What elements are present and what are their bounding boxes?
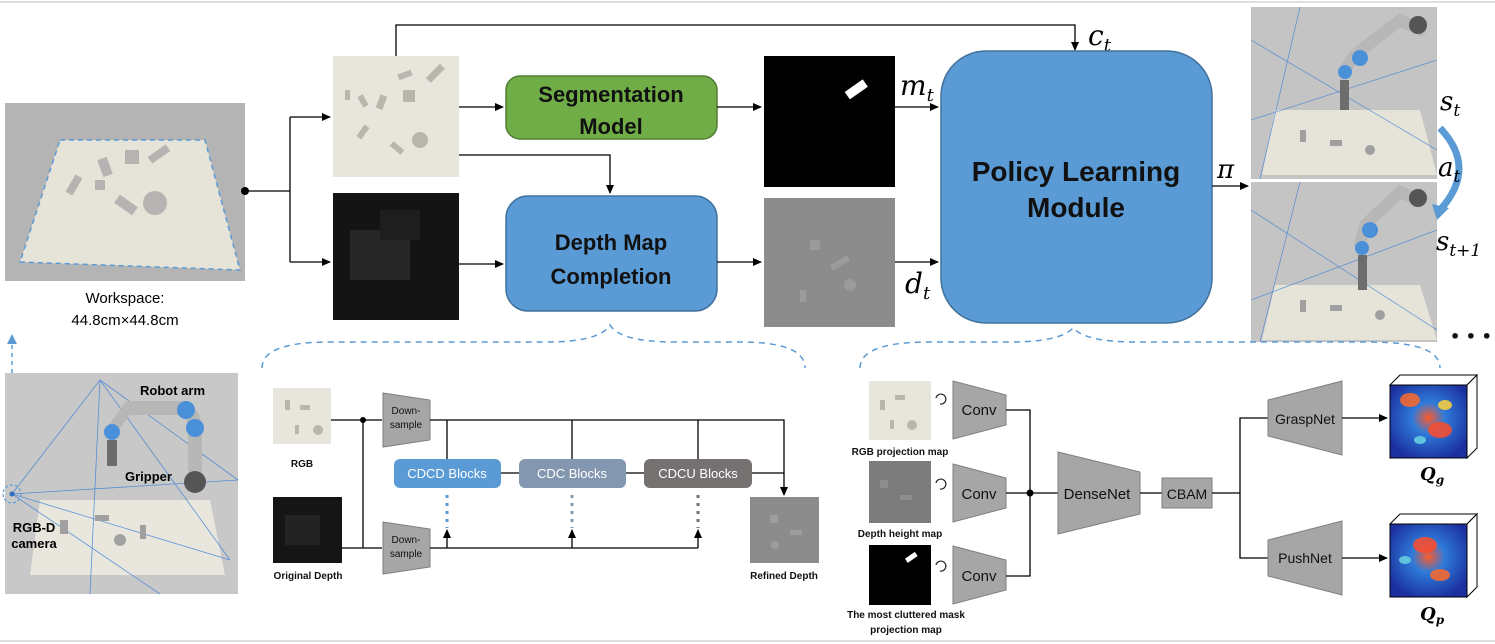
cdcd-blocks-label: CDCD Blocks (407, 466, 487, 481)
state-image-t (1250, 6, 1438, 180)
detail-original-depth-image (273, 497, 342, 563)
rgb-projection-map-label: RGB projection map (852, 447, 949, 458)
original-depth-image (333, 193, 459, 320)
conv-label-rgb: Conv (961, 402, 997, 419)
q-p-symbol: Qp (1420, 604, 1445, 627)
rgb-downsample-trapezoid (382, 392, 431, 448)
q-g-symbol: Qg (1420, 464, 1444, 487)
mask-image (764, 56, 895, 187)
detail-refined-depth-image (750, 497, 819, 563)
state-image-t-plus-1 (1250, 181, 1438, 343)
conv-trapezoid-depth (952, 463, 1007, 523)
depth-height-map-image (869, 461, 931, 523)
gripper-label: Gripper (125, 469, 172, 484)
c-t-symbol: ct (1088, 19, 1112, 56)
workspace-label-line2: 44.8cm×44.8cm (71, 312, 178, 329)
depth-completion-label-line1: Depth Map (555, 230, 667, 255)
cdcu-blocks-label: CDCU Blocks (658, 466, 738, 481)
refined-depth-image (764, 198, 895, 327)
segmentation-label-line1: Segmentation (538, 82, 683, 107)
conv-label-depth: Conv (961, 486, 997, 503)
densenet-trapezoid (1057, 451, 1141, 535)
policy-learning-module-block (940, 50, 1213, 324)
cluttered-mask-map-label-line2: projection map (870, 625, 942, 636)
d-t-symbol: dt (905, 267, 931, 304)
segmentation-label-line2: Model (579, 114, 643, 139)
detail-rgb-label: RGB (291, 459, 313, 470)
pushnet-label: PushNet (1278, 550, 1332, 566)
depth-downsample-trapezoid (382, 521, 431, 575)
depth-completion-label-line2: Completion (551, 264, 672, 289)
cdcu-blocks (644, 459, 752, 488)
policy-label-line1: Policy Learning (972, 156, 1181, 187)
cdc-blocks (519, 459, 626, 488)
densenet-label: DenseNet (1064, 486, 1132, 503)
graspnet-label: GraspNet (1275, 411, 1335, 427)
cdcd-blocks (394, 459, 501, 488)
rgb-projection-map-image (869, 381, 931, 440)
s-t-symbol: st (1440, 87, 1460, 121)
push-q-heatmap (1388, 512, 1479, 599)
depth-map-completion-block (505, 195, 718, 312)
rgb-downsample-label-line2: sample (390, 420, 423, 431)
robot-scene-photo (2, 373, 239, 595)
detail-original-depth-label: Original Depth (274, 571, 343, 582)
rgb-image (333, 56, 459, 177)
grasp-q-heatmap (1388, 373, 1479, 460)
cbam-label: CBAM (1167, 486, 1207, 502)
pushnet-trapezoid (1267, 520, 1343, 596)
rotate-icon (935, 393, 947, 572)
policy-label-line2: Module (1027, 192, 1125, 223)
ellipsis: • • • (1450, 327, 1492, 346)
conv-label-mask: Conv (961, 568, 997, 585)
rgb-downsample-label-line1: Down- (392, 406, 421, 417)
conv-trapezoid-mask (952, 545, 1007, 605)
s-t-plus-1-symbol: st+1 (1436, 227, 1481, 261)
depth-downsample-label-line1: Down- (392, 535, 421, 546)
camera-label-line1: RGB-D (13, 520, 56, 535)
graspnet-trapezoid (1267, 380, 1343, 456)
cluttered-mask-map-label-line1: The most cluttered mask (847, 610, 965, 621)
cdc-blocks-label: CDC Blocks (537, 466, 608, 481)
m-t-symbol: mt (900, 69, 935, 106)
workspace-label-line1: Workspace: (86, 290, 165, 307)
detail-rgb-image (273, 388, 331, 444)
depth-height-map-label: Depth height map (858, 529, 942, 540)
robot-arm-label: Robot arm (140, 383, 205, 398)
conv-trapezoid-rgb (952, 380, 1007, 440)
detail-refined-depth-label: Refined Depth (750, 571, 818, 582)
a-t-symbol: at (1438, 153, 1461, 187)
cluttered-mask-map-image (869, 545, 931, 605)
pi-symbol: π (1216, 155, 1235, 185)
depth-downsample-label-line2: sample (390, 549, 423, 560)
workspace-photo (5, 103, 245, 281)
camera-label-line2: camera (11, 536, 57, 551)
